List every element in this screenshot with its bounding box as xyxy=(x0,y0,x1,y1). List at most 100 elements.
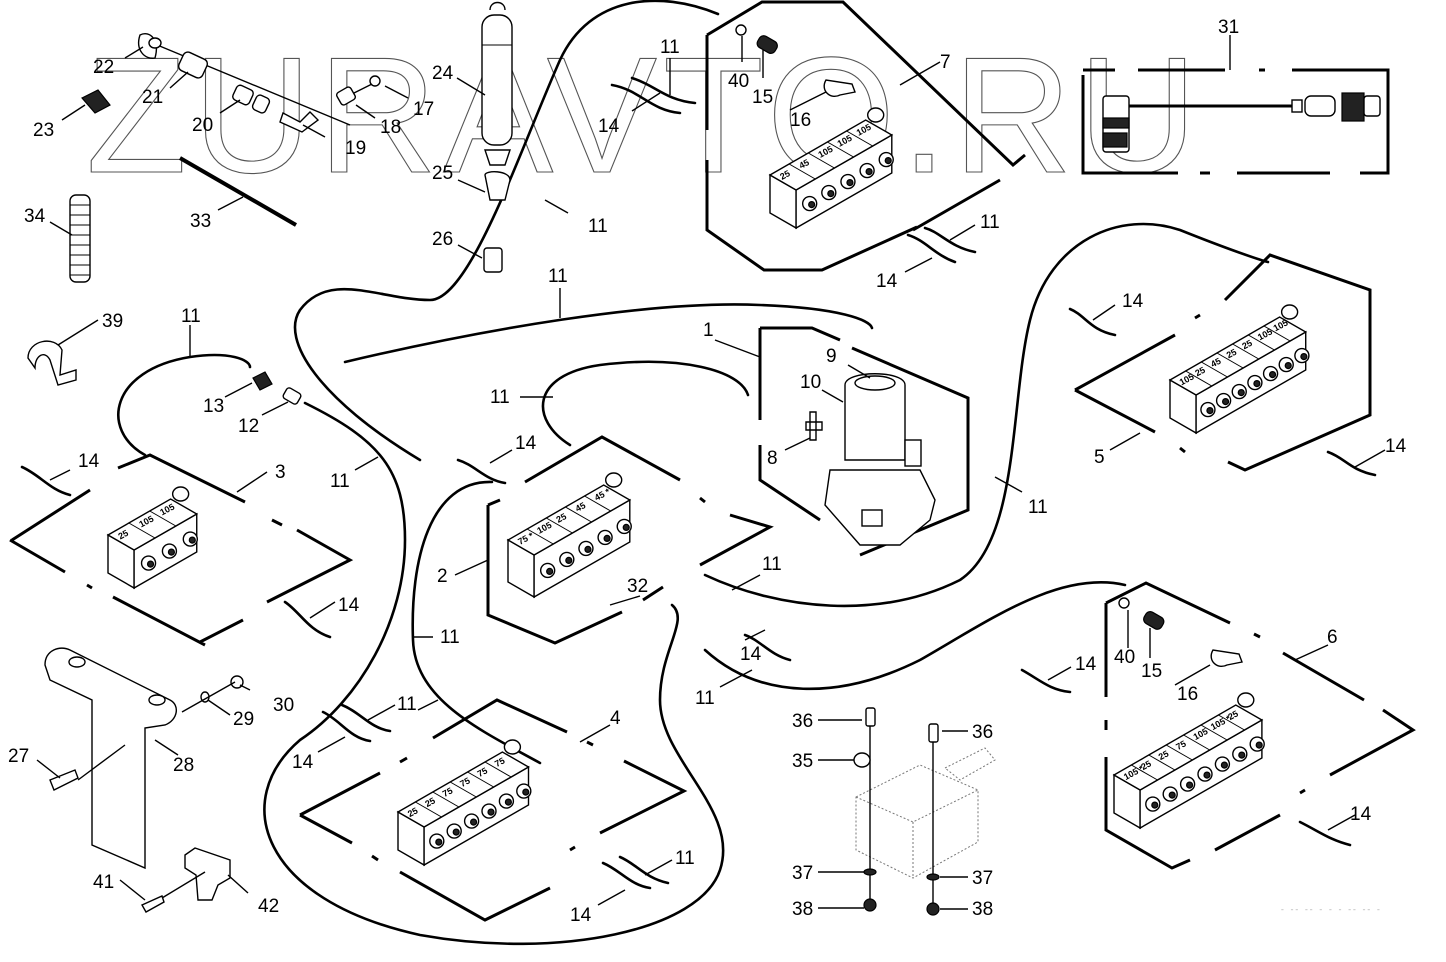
callout-30: 30 xyxy=(273,695,294,716)
segment-label: 25 xyxy=(1139,758,1153,772)
part-24-cartridge xyxy=(481,14,513,146)
part-15-nipple-top xyxy=(756,35,778,54)
callout-37-b: 37 xyxy=(972,868,993,889)
connector-knurl xyxy=(1341,92,1365,122)
part-37-washer-left xyxy=(863,868,877,876)
callout-16-a: 16 xyxy=(790,110,811,131)
callout-10: 10 xyxy=(800,372,821,393)
line-to-block3 xyxy=(263,401,725,946)
part-16-fitting-bottom xyxy=(1210,649,1243,667)
part-33-tie xyxy=(178,156,298,227)
callout-40-a: 40 xyxy=(728,71,749,92)
watermark: ZURAVTO.RU xyxy=(85,22,1197,207)
part-35-clamp xyxy=(853,752,871,768)
part-18-fitting xyxy=(335,86,357,106)
callout-14-h: 14 xyxy=(740,644,762,665)
callout-39: 39 xyxy=(102,311,123,332)
frame-block2 xyxy=(486,435,774,645)
callout-21: 21 xyxy=(142,87,163,108)
pump-bracket xyxy=(904,439,922,467)
line-upper-mid xyxy=(343,303,874,364)
part-12-fitting xyxy=(282,387,302,405)
line-loop-left xyxy=(541,360,750,447)
callout-23: 23 xyxy=(33,120,54,141)
block6-top-face xyxy=(1112,704,1264,791)
callout-6: 6 xyxy=(1327,627,1338,648)
callout-14-i: 14 xyxy=(1075,654,1097,675)
callout-14-a: 14 xyxy=(78,451,100,472)
frame-connector31 xyxy=(1081,68,1390,175)
block7-inlet-fitting xyxy=(867,107,885,123)
part-41-screw xyxy=(141,895,165,913)
callout-42: 42 xyxy=(258,896,279,917)
part-40-plug-bottom xyxy=(1118,597,1130,609)
segment-label: 45 xyxy=(574,500,588,514)
block6-inlet-fitting xyxy=(1237,692,1255,708)
callout-31: 31 xyxy=(1218,17,1239,38)
frame-block7 xyxy=(705,0,1026,272)
part-13-cap xyxy=(252,371,273,391)
callout-7: 7 xyxy=(940,52,951,73)
callout-26: 26 xyxy=(432,229,453,250)
callout-36-b: 36 xyxy=(972,722,993,743)
segment-label: 25 xyxy=(1193,365,1207,379)
part-25-nipple xyxy=(484,171,511,201)
line-right-loop xyxy=(703,222,1270,608)
block5-top-face xyxy=(1168,316,1308,396)
callout-9: 9 xyxy=(826,346,837,367)
callout-14-l: 14 xyxy=(570,905,592,926)
callout-1: 1 xyxy=(703,320,714,341)
callout-8: 8 xyxy=(767,448,778,469)
callout-28: 28 xyxy=(173,755,194,776)
frame-block6 xyxy=(1104,581,1416,870)
fittings-chain xyxy=(69,33,381,283)
part-26-plug xyxy=(483,247,503,273)
part-9-cap xyxy=(854,375,896,391)
callout-15-a: 15 xyxy=(752,87,773,108)
frame-block4 xyxy=(299,698,688,922)
callout-40-b: 40 xyxy=(1114,647,1135,668)
callout-11-d: 11 xyxy=(548,266,568,287)
connector-ring xyxy=(1102,117,1130,129)
part-21-adapter xyxy=(177,51,209,79)
callout-27: 27 xyxy=(8,746,29,767)
callout-20: 20 xyxy=(192,115,213,136)
callout-14-e: 14 xyxy=(876,271,898,292)
part-38-nut-right xyxy=(926,902,940,916)
part-42-clip xyxy=(184,847,231,901)
segment-label: 25 xyxy=(117,528,131,542)
part-15-nipple-bottom xyxy=(1143,611,1165,630)
connector-grip xyxy=(1102,132,1128,148)
callout-11-i: 11 xyxy=(762,554,782,575)
frame-block1 xyxy=(758,326,970,557)
segment-label: 75 xyxy=(441,785,455,799)
segment-label: 25 xyxy=(423,795,437,809)
part-23-cap xyxy=(81,89,111,114)
callout-34: 34 xyxy=(24,206,46,227)
fittings-top xyxy=(735,24,1243,667)
segment-label: 75 xyxy=(1174,738,1188,752)
callout-11-c: 11 xyxy=(490,387,510,408)
callout-11-m: 11 xyxy=(675,848,695,869)
segment-label: 25 xyxy=(555,511,569,525)
callout-5: 5 xyxy=(1094,447,1105,468)
part-34-spring xyxy=(69,194,91,283)
segment-label: 75 xyxy=(476,765,490,779)
callout-33: 33 xyxy=(190,211,211,232)
segment-label: 75 xyxy=(458,775,472,789)
part-37-washer-right xyxy=(926,873,940,881)
assembly-frames xyxy=(9,0,1416,922)
segment-label: 45 xyxy=(1209,356,1223,370)
part-17-washer xyxy=(369,75,381,87)
segment-label: 25 xyxy=(1240,338,1254,352)
callout-38-b: 38 xyxy=(972,899,993,920)
callout-24: 24 xyxy=(432,63,454,84)
callout-36-a: 36 xyxy=(792,711,813,732)
small-parts-left xyxy=(27,340,302,405)
part-28-bracket xyxy=(44,647,177,870)
callout-11-e: 11 xyxy=(588,216,608,237)
pump-switch xyxy=(861,509,883,527)
mounting-parts xyxy=(44,647,244,913)
